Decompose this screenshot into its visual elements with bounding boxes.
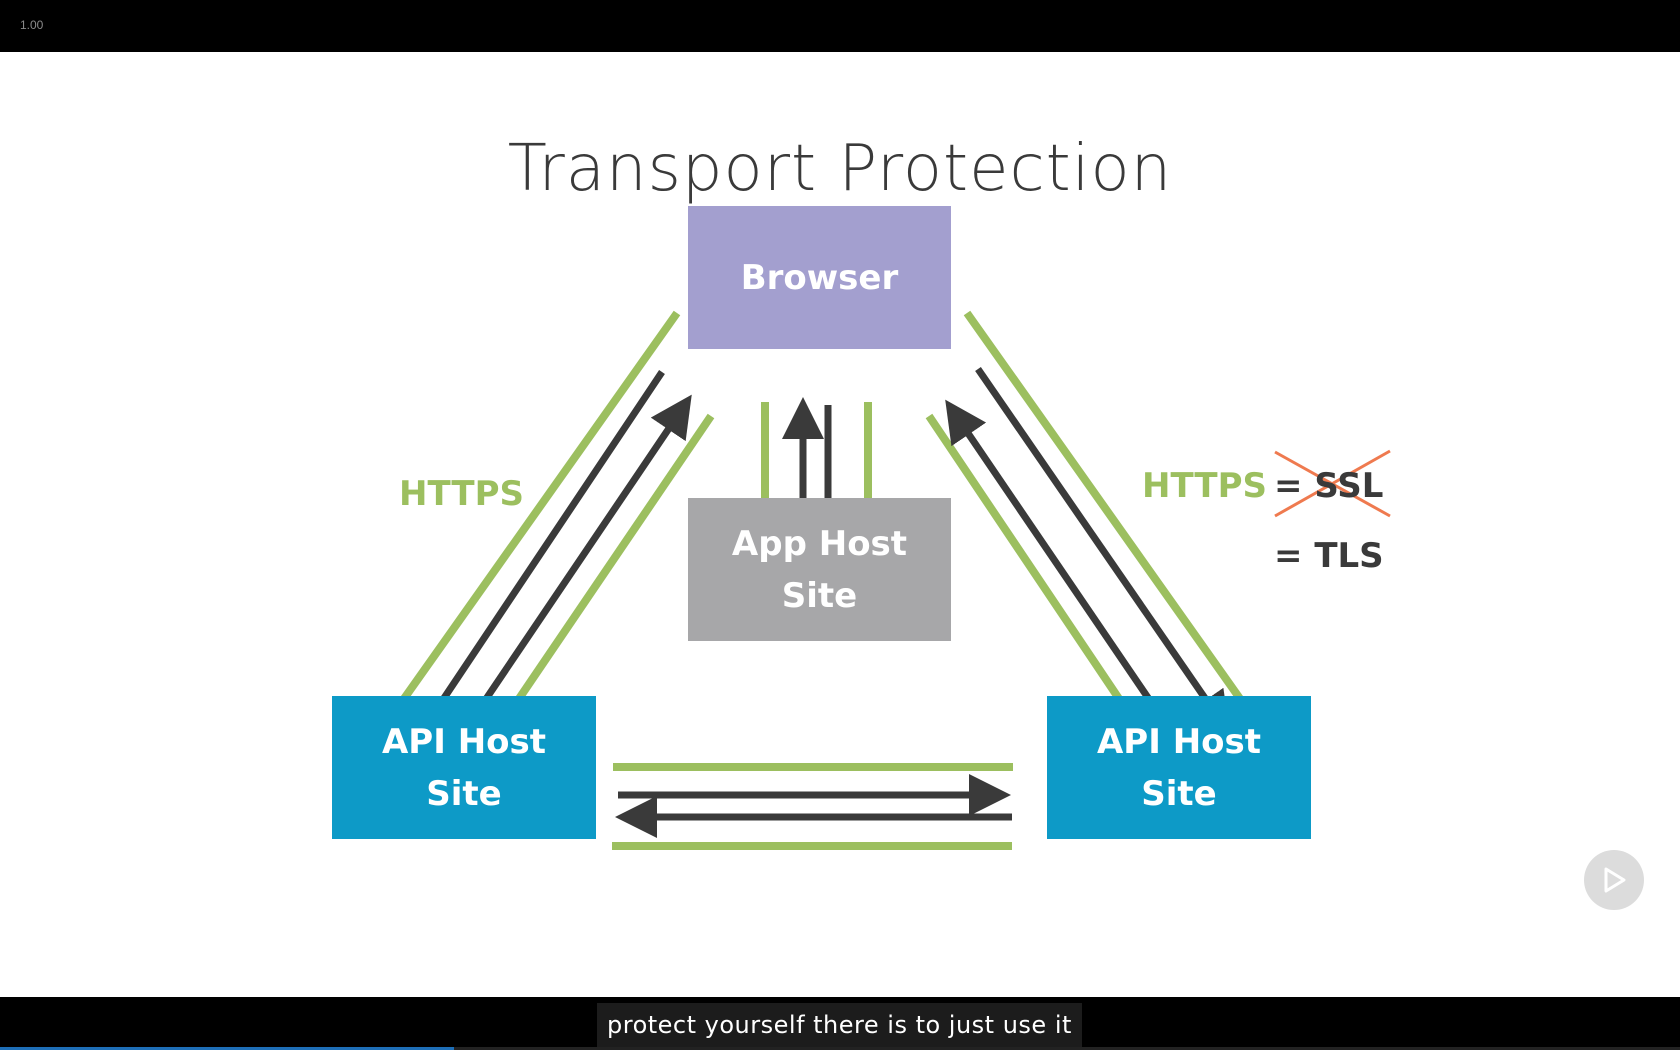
playback-speed[interactable]: 1.00 [20, 18, 44, 32]
progress-track[interactable] [0, 1047, 1680, 1050]
api-host-site-left-box: API Host Site [332, 696, 596, 839]
right-green-rail-outer [963, 310, 1269, 737]
play-forward-icon [1604, 867, 1626, 893]
slide-title: Transport Protection [507, 132, 1173, 206]
api-left-label-line2: Site [426, 773, 502, 814]
https-label-left: HTTPS [399, 474, 525, 514]
player-top-bar: 1.00 [0, 0, 1680, 52]
api-right-label-line1: API Host [1096, 721, 1262, 762]
closed-caption: protect yourself there is to just use it [597, 1003, 1082, 1047]
api-left-label-line1: API Host [381, 721, 547, 762]
left-arrow-down [414, 370, 665, 743]
app-host-label-line2: Site [781, 575, 858, 616]
play-forward-button[interactable] [1584, 850, 1644, 910]
right-arrow-down [975, 367, 1230, 735]
ssl-label: = SSL [1274, 466, 1384, 506]
right-arrow-up [945, 399, 1175, 735]
browser-label: Browser [740, 257, 899, 298]
right-green-rail-inner [925, 413, 1144, 733]
app-host-site-box: App Host Site [688, 498, 951, 641]
https-label-right: HTTPS [1142, 466, 1268, 506]
api-host-site-right-box: API Host Site [1047, 696, 1311, 839]
app-host-label-line1: App Host [731, 523, 908, 564]
ssl-strike-2 [1274, 450, 1391, 518]
api-right-label-line2: Site [1141, 773, 1217, 814]
left-arrow-up [460, 394, 692, 735]
browser-box: Browser [688, 206, 951, 349]
tls-label: = TLS [1274, 536, 1384, 576]
left-green-rail-inner [491, 413, 715, 737]
left-green-rail-outer [375, 310, 681, 737]
progress-fill [0, 1047, 454, 1050]
